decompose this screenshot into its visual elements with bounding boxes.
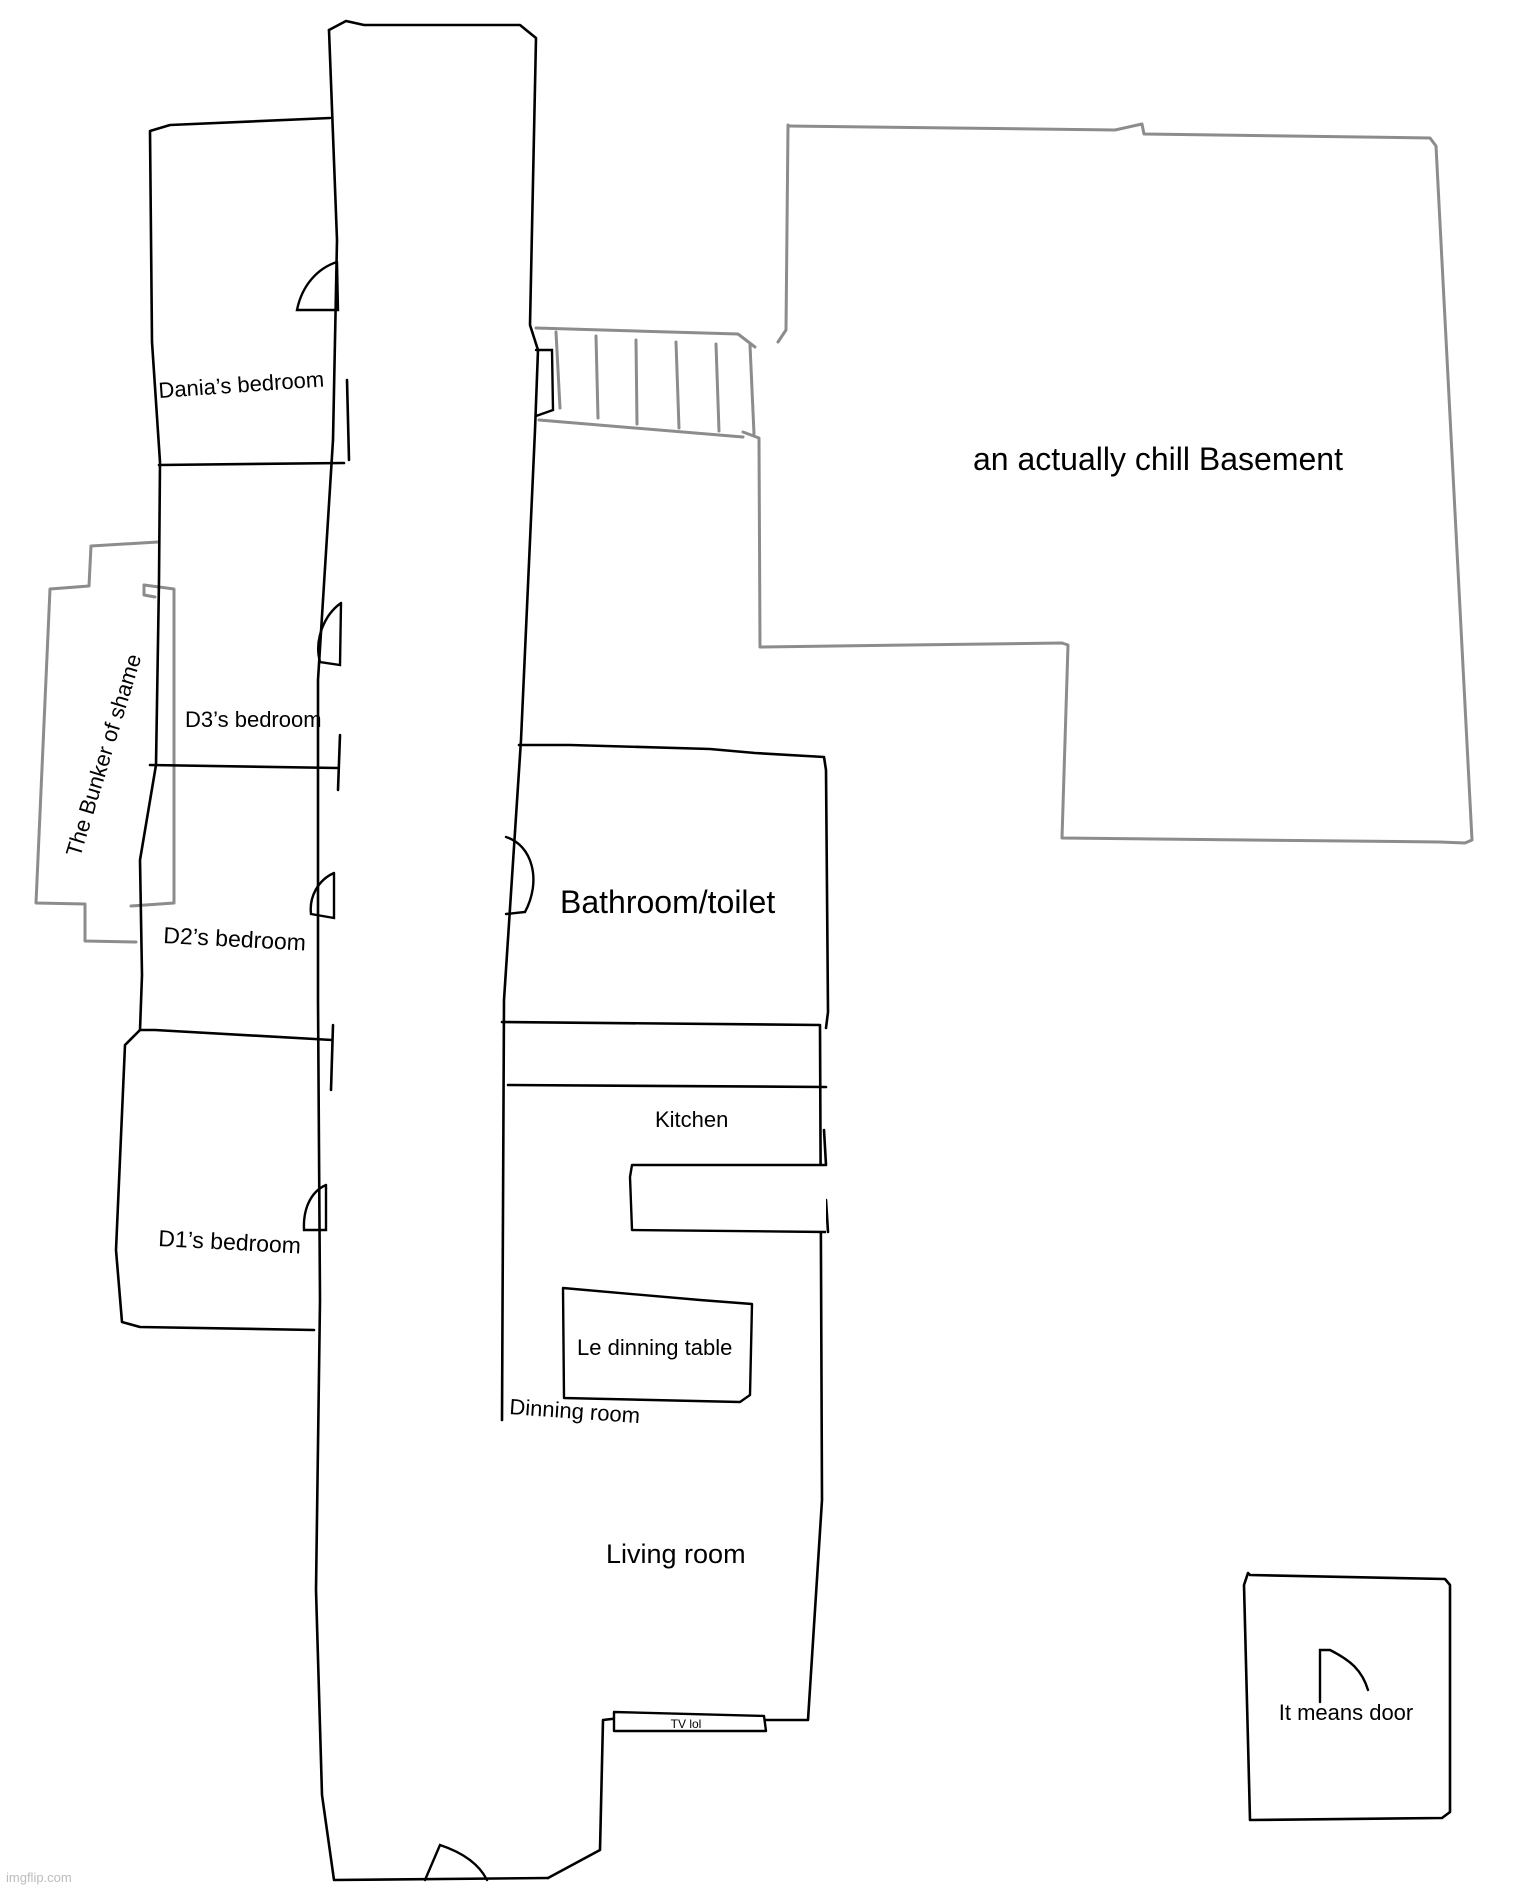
basement-walls bbox=[534, 122, 1474, 845]
kitchen-counter bbox=[628, 1163, 827, 1234]
living-room-label: Living room bbox=[606, 1539, 746, 1569]
bedroom-walls bbox=[114, 116, 351, 1332]
door-icon bbox=[534, 348, 555, 418]
dania-bedroom-label: Dania’s bedroom bbox=[158, 366, 325, 403]
kitchen-label: Kitchen bbox=[655, 1107, 728, 1132]
tv bbox=[612, 1710, 768, 1733]
basement-label: an actually chill Basement bbox=[973, 441, 1343, 477]
d1-bedroom-label: D1’s bedroom bbox=[158, 1225, 302, 1258]
d2-bedroom-label: D2’s bedroom bbox=[163, 922, 307, 955]
bunker-label: The Bunker of shame bbox=[61, 651, 146, 859]
door-icon bbox=[295, 260, 340, 312]
dining-table-label: Le dinning table bbox=[577, 1335, 732, 1360]
door-icon bbox=[317, 601, 343, 667]
door-icon bbox=[1318, 1648, 1370, 1704]
door-icon bbox=[309, 871, 336, 920]
bathroom-label: Bathroom/toilet bbox=[560, 884, 775, 920]
tv-label: TV lol bbox=[671, 1717, 702, 1731]
door-icon bbox=[504, 835, 535, 916]
hallway-walls bbox=[314, 19, 622, 1882]
legend: It means door bbox=[1242, 1571, 1452, 1822]
door-icon bbox=[423, 1843, 489, 1882]
legend-label: It means door bbox=[1279, 1700, 1414, 1725]
watermark: imgflip.com bbox=[6, 1870, 72, 1885]
dining-table bbox=[561, 1286, 754, 1404]
d3-bedroom-label: D3’s bedroom bbox=[185, 707, 322, 732]
door-icons bbox=[295, 260, 555, 1882]
door-icon bbox=[302, 1183, 328, 1232]
